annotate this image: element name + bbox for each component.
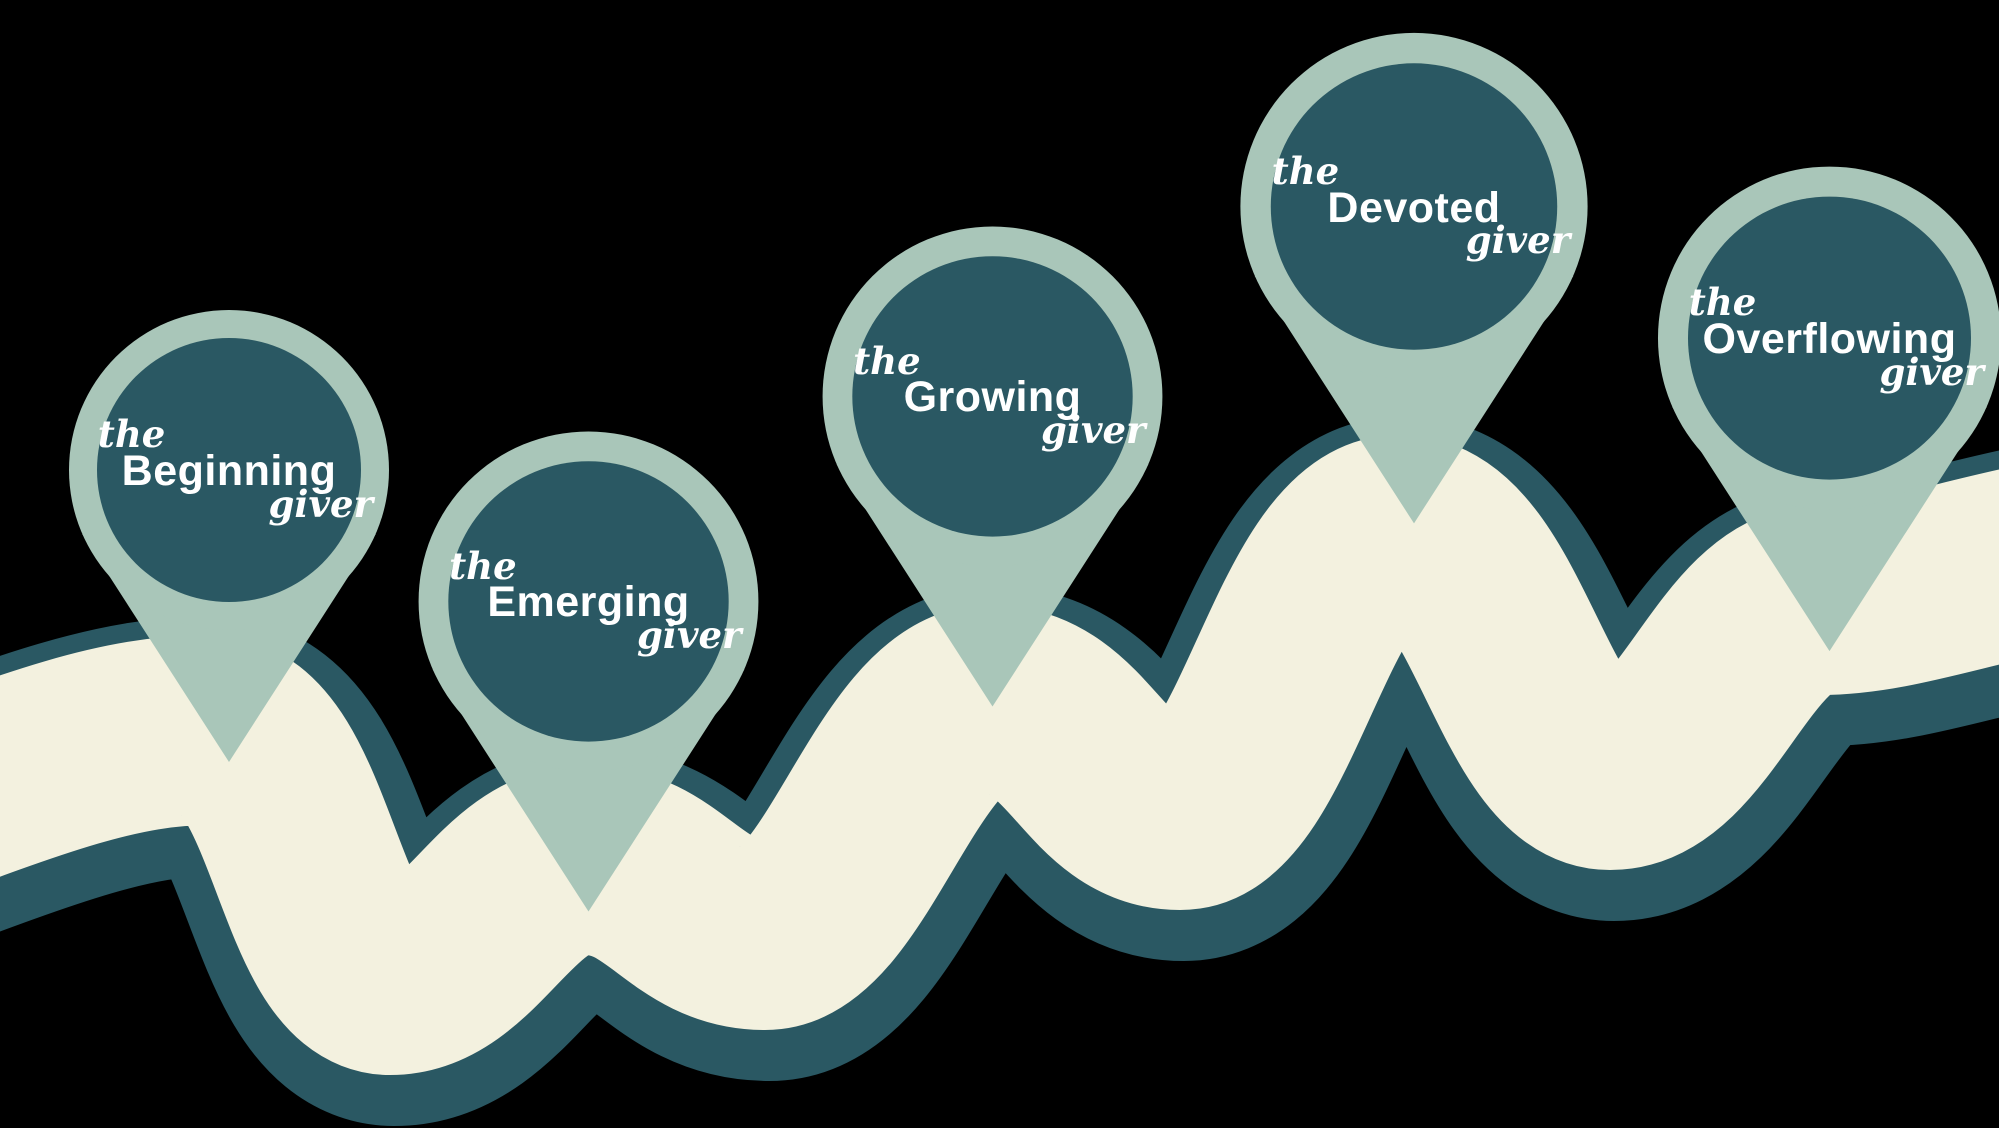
journey-path-fill: [0, 434, 1999, 1076]
stage-name: Growing: [903, 373, 1082, 422]
stage-suffix: giver: [1879, 350, 1984, 394]
stage-pin-overflowing: the Overflowing giver: [1615, 158, 1999, 694]
stage-name: Devoted: [1327, 183, 1501, 232]
map-pin-icon: [1240, 32, 1588, 524]
map-pin-icon: [418, 431, 759, 912]
stage-suffix: giver: [1041, 408, 1146, 453]
stage-pin-emerging: the Emerging giver: [376, 423, 801, 954]
map-pin-icon: [69, 310, 389, 762]
stage-pin-beginning: the Beginning giver: [29, 302, 429, 802]
stage-label: the Overflowing giver: [1658, 197, 1999, 480]
stage-prefix: the: [449, 543, 517, 588]
stage-prefix: the: [97, 412, 166, 457]
stage-suffix: giver: [637, 613, 742, 658]
stage-prefix: the: [1688, 280, 1757, 325]
stage-name: Emerging: [487, 578, 690, 627]
stage-pin-growing: the Growing giver: [780, 218, 1205, 749]
stage-name: Overflowing: [1702, 315, 1957, 364]
stage-prefix: the: [853, 338, 921, 383]
stage-suffix: giver: [268, 481, 373, 526]
stage-suffix: giver: [1465, 218, 1571, 263]
stage-pin-devoted: the Devoted giver: [1197, 24, 1631, 567]
stage-label: the Emerging giver: [419, 461, 759, 741]
stage-label: the Growing giver: [823, 256, 1163, 536]
stage-prefix: the: [1271, 148, 1340, 193]
stage-label: the Beginning giver: [69, 338, 389, 602]
map-pin-icon: [822, 226, 1163, 707]
stage-label: the Devoted giver: [1240, 63, 1587, 350]
stage-name: Beginning: [121, 447, 337, 496]
map-pin-icon: [1658, 166, 1999, 652]
